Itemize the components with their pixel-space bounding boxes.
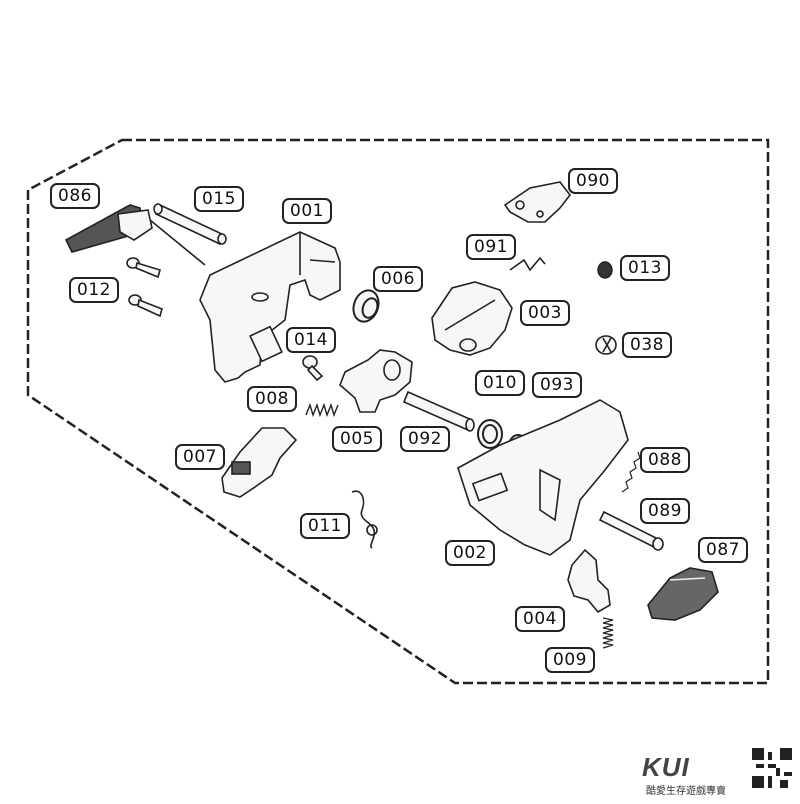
label-009: 009	[545, 647, 595, 673]
part-001-frame	[199, 231, 341, 383]
part-014-screw	[302, 355, 324, 382]
label-001: 001	[282, 198, 332, 224]
part-088-spring	[621, 451, 641, 493]
part-091-spring	[509, 256, 546, 272]
label-007: 007	[175, 444, 225, 470]
label-014: 014	[286, 327, 336, 353]
part-092-pin	[402, 390, 475, 432]
label-091: 091	[466, 234, 516, 260]
part-005-hammer	[339, 349, 413, 413]
label-087: 087	[698, 537, 748, 563]
label-012: 012	[69, 277, 119, 303]
label-006: 006	[373, 266, 423, 292]
part-008-spring	[305, 402, 339, 418]
label-089: 089	[640, 498, 690, 524]
label-015: 015	[194, 186, 244, 212]
label-038: 038	[622, 332, 672, 358]
kui-tagline: 酷愛生存遊戲專賣	[646, 786, 726, 797]
part-010-spring	[477, 419, 503, 449]
part-090-catch	[503, 181, 572, 223]
label-086: 086	[50, 183, 100, 209]
part-004-triggerbar	[567, 548, 611, 614]
part-087-trigger-shoe	[647, 567, 719, 621]
label-088: 088	[640, 447, 690, 473]
label-003: 003	[520, 300, 570, 326]
part-011-spring	[351, 490, 378, 549]
part-002-housing	[457, 399, 629, 556]
dashed-boundary	[26, 138, 770, 685]
label-090: 090	[568, 168, 618, 194]
part-013-setscrew	[597, 261, 613, 279]
qr-code-icon	[752, 748, 792, 788]
part-009-spring	[602, 617, 614, 649]
part-006-bushing	[352, 289, 380, 323]
label-013: 013	[620, 255, 670, 281]
kui-logo: KUI	[642, 752, 690, 782]
label-010: 010	[475, 370, 525, 396]
label-002: 002	[445, 540, 495, 566]
label-011: 011	[300, 513, 350, 539]
label-005: 005	[332, 426, 382, 452]
label-092: 092	[400, 426, 450, 452]
part-007-disconnector	[221, 427, 298, 498]
part-012-screws	[126, 257, 163, 318]
part-015-pin	[153, 203, 227, 246]
part-089-pin	[598, 510, 664, 551]
label-093: 093	[532, 372, 582, 398]
part-038-screw	[595, 335, 617, 355]
part-003-sear	[431, 281, 513, 356]
label-008: 008	[247, 386, 297, 412]
label-004: 004	[515, 606, 565, 632]
part-086-lever	[64, 204, 206, 266]
